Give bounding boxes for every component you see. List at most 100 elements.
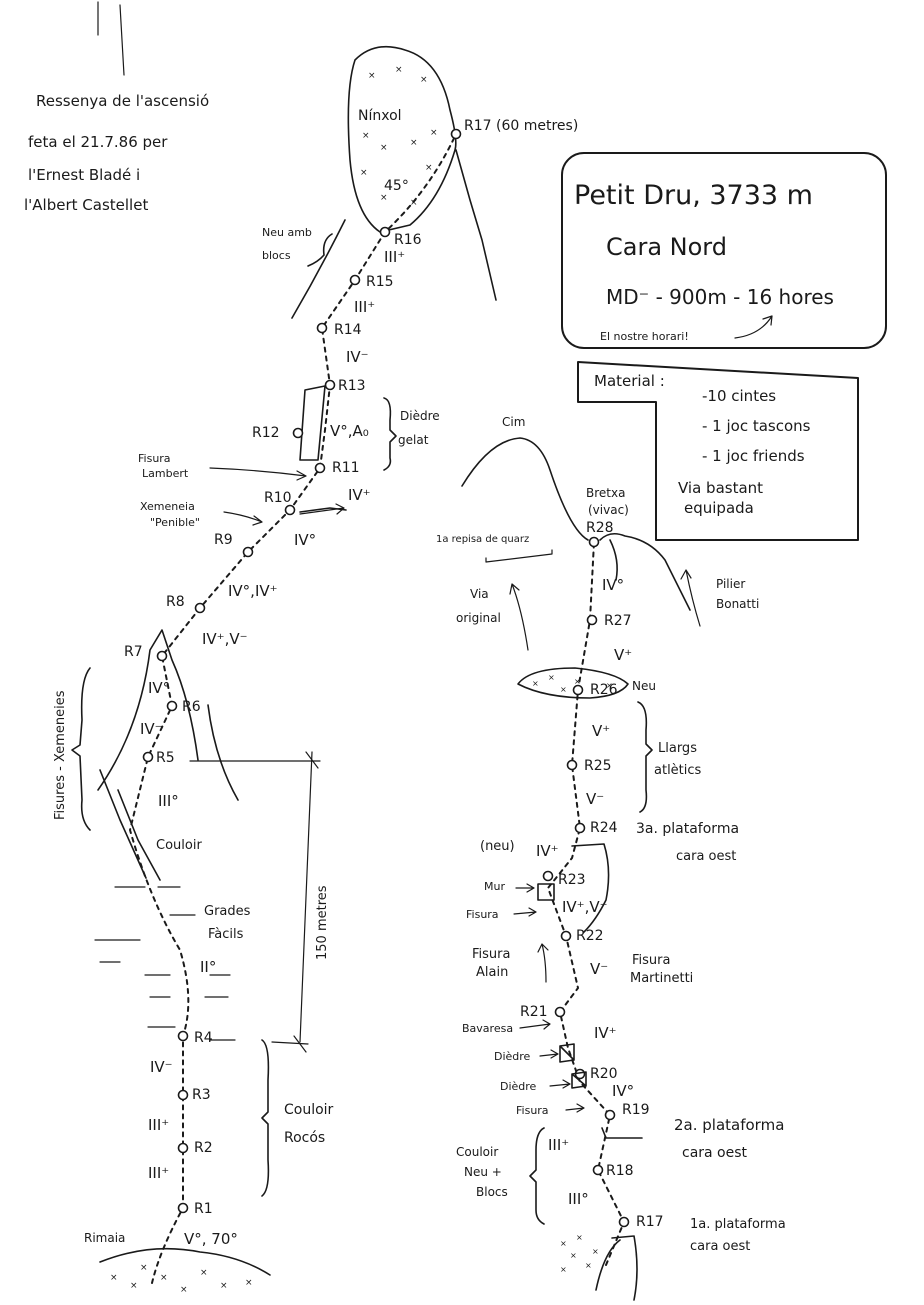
material-item: -10 cintes: [702, 387, 776, 405]
label-couloir: Couloir: [156, 838, 202, 853]
arrow-icon: [539, 1049, 559, 1059]
belay-label: R6: [182, 699, 201, 715]
grade-label: IV°: [602, 576, 624, 594]
svg-text:×: ×: [585, 1261, 592, 1270]
belay-label: R26: [590, 682, 618, 698]
label-via-original: Via: [470, 587, 489, 601]
grade-label: III°: [568, 1190, 589, 1208]
grade-label: III⁺: [148, 1164, 169, 1182]
belay-label: R1: [194, 1201, 213, 1217]
belay-label: R20: [590, 1066, 618, 1082]
svg-text:×: ×: [140, 1263, 148, 1273]
label-mur: Mur: [484, 880, 505, 893]
label-plataforma-3: cara oest: [676, 849, 736, 864]
belay-label: R19: [622, 1102, 650, 1118]
belay-label: R9: [214, 532, 233, 548]
material-item: - 1 joc friends: [702, 447, 805, 465]
belay-label: R8: [166, 594, 185, 610]
svg-text:×: ×: [160, 1273, 168, 1283]
label-diedre: Dièdre: [494, 1050, 531, 1063]
arrow-icon: [734, 315, 773, 339]
grade-label: IV⁻: [140, 720, 163, 738]
belay-label: R21: [520, 1004, 548, 1020]
belay-label: R17 (60 metres): [464, 118, 578, 134]
wall-icon: [537, 883, 555, 901]
belay-label: R3: [192, 1087, 211, 1103]
grade-label: IV⁺: [594, 1024, 617, 1042]
svg-text:×: ×: [576, 1233, 583, 1242]
belay-label: R14: [334, 322, 362, 338]
arrow-icon: [513, 907, 537, 917]
material-box: Material : -10 cintes - 1 joc tascons - …: [577, 361, 859, 541]
svg-text:×: ×: [110, 1273, 118, 1283]
svg-text:×: ×: [380, 143, 388, 153]
label-plataforma-2: 2a. plataforma: [674, 1116, 784, 1134]
belay-label: R27: [604, 613, 632, 629]
header-line-1: Ressenya de l'ascensió: [36, 92, 209, 110]
header-line-3: l'Ernest Bladé i: [28, 166, 140, 184]
label-diedre: Dièdre: [400, 409, 440, 423]
label-rimaia: Rimaia: [84, 1231, 125, 1245]
snow-texture: ××× ×××: [560, 1233, 599, 1274]
belay-label: R16: [394, 232, 422, 248]
label-bavaresa: Bavaresa: [462, 1022, 513, 1035]
grade-label: V⁺: [614, 646, 632, 664]
label-bretxa: (vivac): [588, 503, 629, 517]
svg-text:×: ×: [574, 677, 581, 686]
arrow-icon: [519, 1019, 551, 1030]
label-fisura-martinetti: Fisura: [632, 953, 670, 968]
label-llargs-atletics: Llargs: [658, 741, 697, 756]
grade-label: 45°: [384, 178, 409, 194]
belay-label: R11: [332, 460, 360, 476]
arrow-icon: [299, 503, 345, 515]
grade-label: III⁺: [384, 248, 405, 266]
bracket: [261, 1039, 270, 1197]
svg-text:×: ×: [420, 75, 428, 85]
title: Petit Dru, 3733 m: [574, 180, 813, 211]
belay-label: R17: [636, 1214, 664, 1230]
rock-outline: [99, 769, 161, 881]
grade-labels: V°, 70° III⁺ III⁺ IV⁻ II° III° IV⁻ IV° I…: [140, 248, 405, 1248]
label-150-metres: 150 metres: [315, 885, 330, 960]
label-plataforma-2: cara oest: [682, 1145, 748, 1161]
label-grades-facils: Grades: [204, 904, 251, 919]
svg-text:×: ×: [380, 193, 388, 203]
grade-label: III⁺: [548, 1136, 569, 1154]
label-fisura: Fisura: [466, 908, 499, 921]
label-diedre: Dièdre: [500, 1080, 537, 1093]
rock-outline: [571, 843, 610, 933]
label-pilier: Bonatti: [716, 597, 759, 611]
label-fisura-lambert: Fisura: [138, 452, 171, 465]
header-line-4: l'Albert Castellet: [24, 196, 148, 214]
label-diedre: gelat: [398, 433, 429, 447]
svg-text:×: ×: [560, 1239, 567, 1248]
arrow-icon: [537, 943, 549, 983]
belay-label: R12: [252, 425, 280, 441]
material-item: equipada: [684, 499, 754, 517]
label-xemeneia: Xemeneia: [140, 500, 195, 513]
right-route: Cim Bretxa (vivac) Pilier Bonatti 1a rep…: [436, 415, 786, 1301]
svg-text:×: ×: [360, 168, 368, 178]
belay-label: R25: [584, 758, 612, 774]
svg-text:×: ×: [592, 1247, 599, 1256]
svg-text:×: ×: [410, 198, 418, 208]
belay-labels: R1 R2 R3 R4 R5 R6 R7 R8 R9 R10 R11 R12 R…: [124, 118, 578, 1217]
belay-label: R7: [124, 644, 143, 660]
dihedral-icon: [571, 1071, 587, 1089]
label-fisura-alain: Fisura: [472, 947, 510, 962]
schedule-note: El nostre horari!: [600, 330, 689, 343]
label-plataforma-1: cara oest: [690, 1239, 750, 1254]
grade-label: IV°: [294, 531, 316, 549]
belay-label: R23: [558, 872, 586, 888]
svg-text:×: ×: [395, 65, 403, 75]
belay-label: R18: [606, 1163, 634, 1179]
label-ninxol: Nínxol: [358, 108, 402, 124]
belay-markers: [542, 536, 630, 1228]
dihedral-icon: [559, 1043, 575, 1063]
scratch-mark: [119, 4, 125, 76]
arrow-icon: [515, 883, 535, 893]
grade-label: V⁻: [590, 960, 608, 978]
label-fisura-alain: Alain: [476, 965, 508, 980]
grade-label: V°, 70°: [184, 1230, 238, 1248]
